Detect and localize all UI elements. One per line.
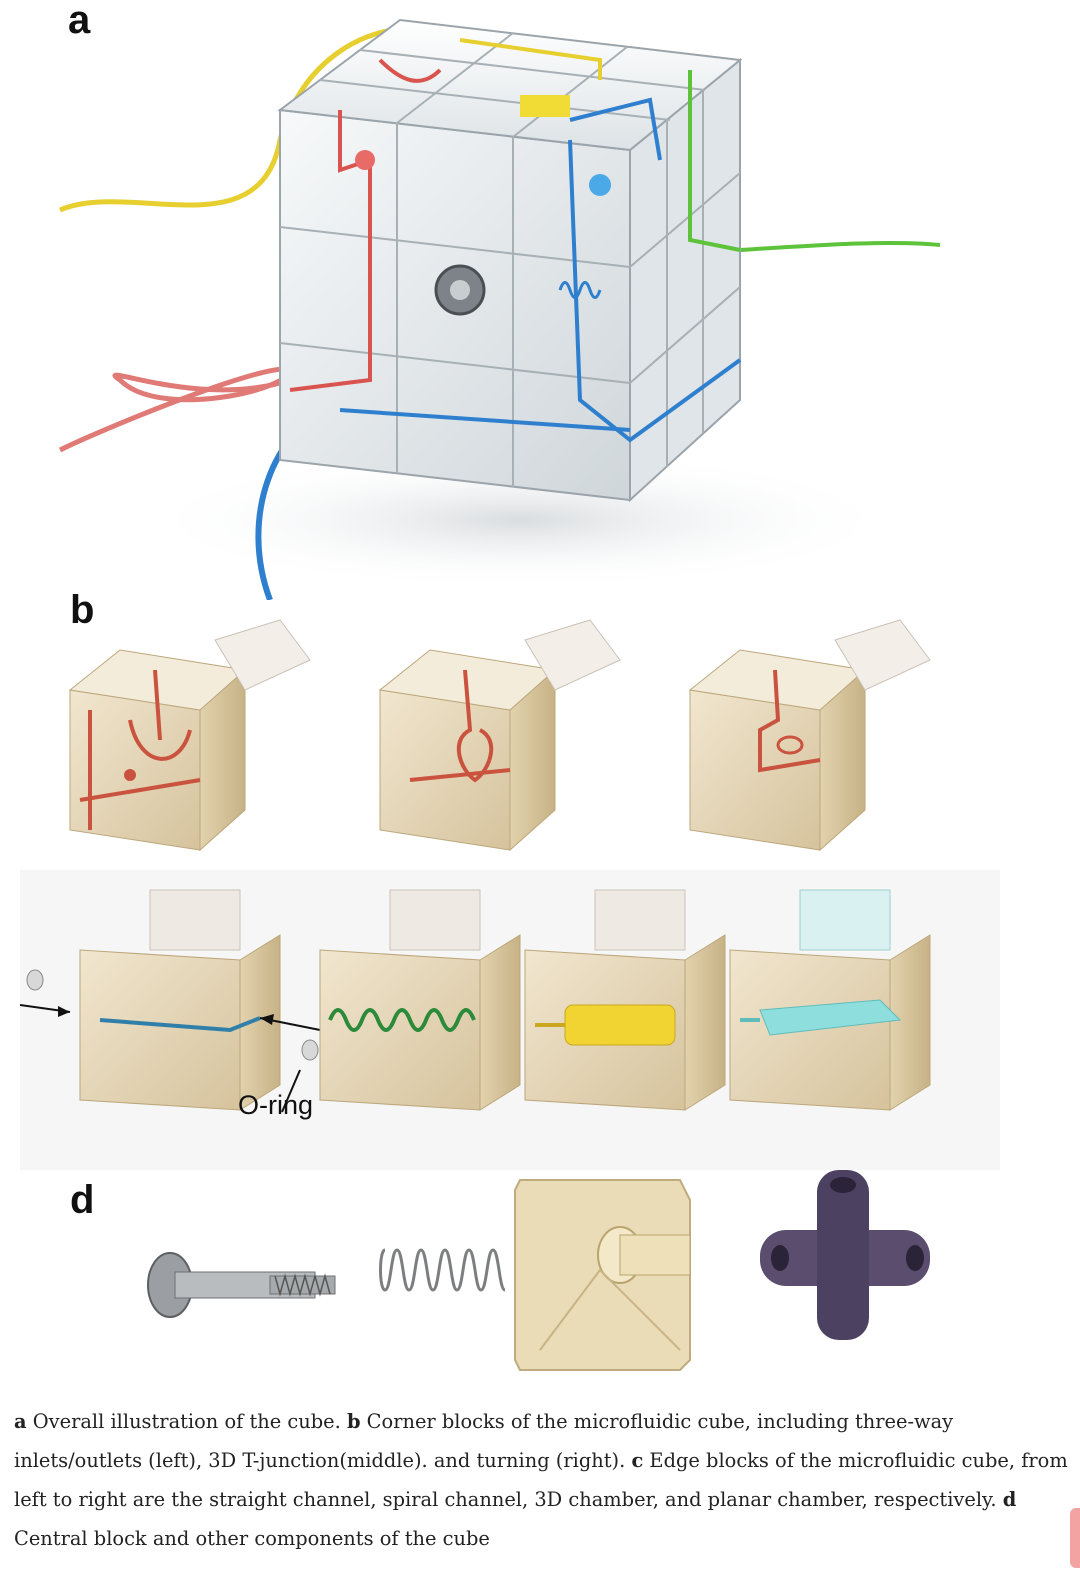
spring-part <box>379 1248 507 1292</box>
caption-text-d: Central block and other components of th… <box>14 1527 490 1550</box>
panel-label-d: d <box>70 1178 95 1222</box>
screw-part <box>147 1252 336 1318</box>
edge-block-straight-channel <box>20 889 321 1113</box>
corner-block-turning <box>688 619 931 852</box>
caption-label-c: c <box>631 1449 644 1472</box>
caption-label-d: d <box>1002 1488 1017 1511</box>
caption-text-b: Corner blocks of the microfluidic cube, … <box>14 1410 954 1472</box>
corner-block-three-way <box>68 619 311 852</box>
connector-cross-part <box>760 1170 930 1340</box>
figure-caption: a Overall illustration of the cube. b Co… <box>14 1402 1076 1558</box>
panel-label-b: b <box>70 588 95 632</box>
caption-text-c: Edge blocks of the microfluidic cube, fr… <box>14 1449 1068 1511</box>
o-ring-label: O-ring <box>238 1090 314 1120</box>
central-block-part <box>514 1179 691 1371</box>
panel-b-corner-blocks <box>20 600 1000 860</box>
panel-a-cube-illustration <box>40 0 1000 600</box>
edge-block-3d-chamber <box>524 889 726 1111</box>
edge-block-planar-chamber <box>729 889 931 1111</box>
caption-label-b: b <box>346 1410 361 1433</box>
caption-text-a: Overall illustration of the cube. <box>26 1410 347 1433</box>
scroll-tab[interactable] <box>1070 1508 1080 1568</box>
panel-d-components <box>120 1160 950 1380</box>
edge-block-spiral-channel <box>319 889 521 1111</box>
panel-label-a: a <box>68 0 91 42</box>
panel-c-edge-blocks <box>20 870 1000 1170</box>
corner-block-t-junction <box>378 619 621 852</box>
caption-label-a: a <box>14 1410 27 1433</box>
